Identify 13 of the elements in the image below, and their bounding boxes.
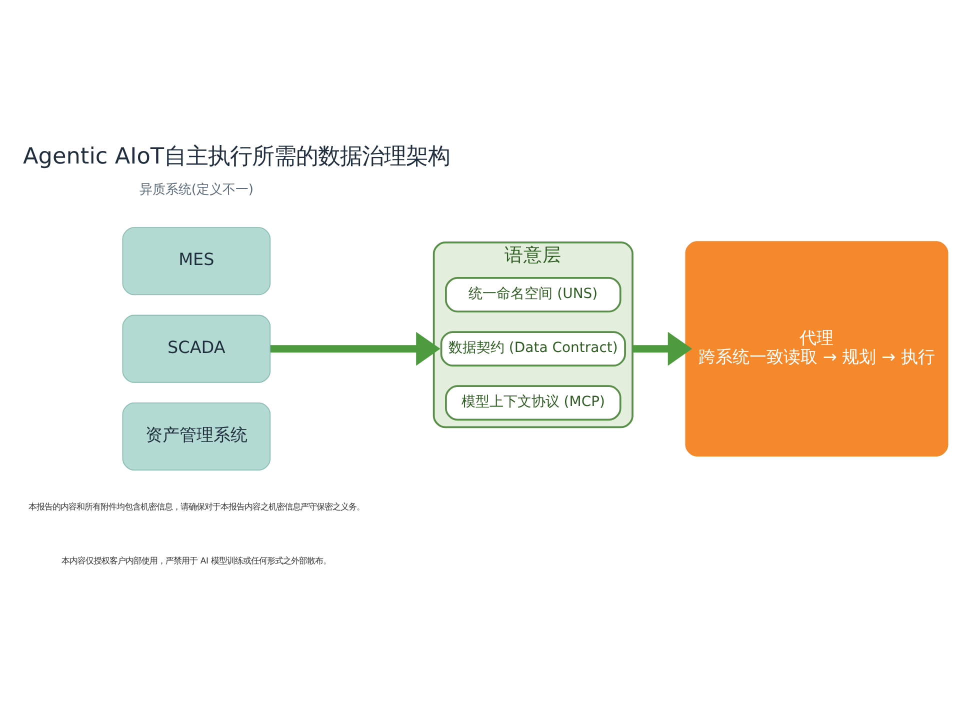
node-box: 数据契约 (Data Contract): [440, 331, 626, 367]
node-box: SCADA: [122, 314, 271, 383]
node-box: MES: [122, 227, 271, 296]
node-box: 代理 跨系统一致读取 → 规划 → 执行: [685, 241, 948, 457]
label: 本内容仅授权客户内部使用，严禁用于 AI 模型训练或任何形式之外部散布。: [62, 556, 332, 566]
label: 异质系统(定义不一): [139, 182, 254, 198]
arrow: [632, 332, 692, 366]
diagram-title: Agentic AIoT自主执行所需的数据治理架构: [22, 143, 450, 170]
arrow: [270, 332, 440, 366]
node-box: 资产管理系统: [122, 402, 271, 471]
label: 本报告的内容和所有附件均包含机密信息，请确保对于本报告内容之机密信息严守保密之义务。: [28, 501, 364, 512]
node-box: 模型上下文协议 (MCP): [445, 385, 622, 421]
node-box: 统一命名空间 (UNS): [445, 276, 622, 312]
